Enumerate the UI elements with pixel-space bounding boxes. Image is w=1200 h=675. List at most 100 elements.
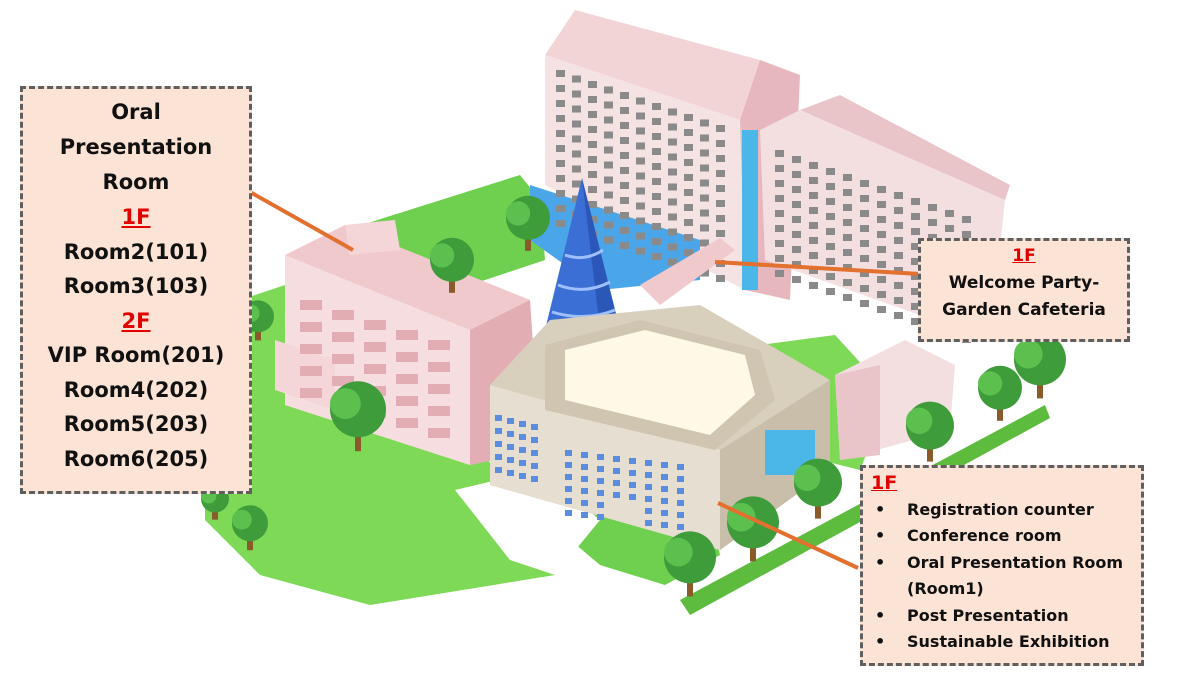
window [636,127,645,135]
list-item: Post Presentation [871,603,1135,630]
window [565,486,572,492]
callout-title-line: Oral [111,100,161,124]
window [792,201,801,208]
tree-highlight [330,388,361,419]
window [556,145,565,152]
window [556,70,565,77]
window [396,330,418,340]
window [604,146,613,154]
tree [232,505,268,551]
window [364,320,386,330]
window [588,171,597,178]
window [300,366,322,376]
window [809,177,818,184]
window [894,267,903,274]
window [396,418,418,428]
leader-line-right [714,260,921,276]
window [581,476,588,482]
window [843,219,852,226]
window [604,131,613,139]
window [565,474,572,480]
window [572,120,581,128]
window [581,464,588,470]
window [826,198,835,205]
window [668,108,677,116]
window [565,510,572,516]
window [928,234,937,241]
window [843,279,852,286]
room-entry: Room4(202) [63,377,209,402]
window [860,255,869,262]
tree-highlight [232,509,252,530]
window [636,187,645,195]
window [792,186,801,193]
list-item: Conference room [871,523,1135,550]
window [684,114,693,121]
window [652,118,661,125]
window [620,122,629,129]
window [775,210,784,217]
window [519,421,526,427]
hall-windows [495,415,684,530]
window [645,472,652,478]
window [661,510,668,516]
tree [978,365,1022,421]
window [588,216,597,223]
window [945,225,954,232]
window [588,96,597,103]
window [826,258,835,265]
callout-title-line: Room [102,170,170,194]
window [636,172,645,180]
callout-line: Welcome Party- [948,273,1100,293]
window [661,462,668,468]
window [877,231,886,238]
window [684,249,693,256]
window [877,216,886,223]
tree [906,401,954,462]
window [877,186,886,193]
window [364,364,386,374]
window [613,468,620,474]
window [652,223,661,230]
window [620,197,629,204]
window [428,340,450,350]
list-item: Oral Presentation Room [871,550,1135,577]
window [700,179,709,187]
window [860,225,869,232]
window [629,458,636,464]
window [684,144,693,151]
window [775,165,784,172]
window [556,205,565,212]
window [652,208,661,215]
window [300,300,322,310]
window [716,125,725,132]
window [556,85,565,92]
window [775,180,784,187]
window [531,476,538,482]
window [894,207,903,214]
list-item: Sustainable Exhibition [871,629,1135,656]
window [652,178,661,185]
facility-list: Registration counter Conference room Ora… [871,497,1135,656]
window [716,140,725,147]
window [894,297,903,304]
window [716,230,725,237]
window [775,240,784,247]
window [556,100,565,107]
window [860,180,869,187]
window [661,498,668,504]
window [684,174,693,181]
window [860,270,869,277]
window [809,192,818,199]
window [928,204,937,211]
window [519,447,526,453]
callout-line: Garden Cafeteria [942,300,1106,320]
window [613,480,620,486]
window [428,428,450,438]
room-entry: Room3(103) [63,274,209,298]
window [809,282,818,289]
window [620,137,629,144]
window [495,428,502,434]
room-entry: Room6(205) [63,446,209,471]
window [700,224,709,232]
